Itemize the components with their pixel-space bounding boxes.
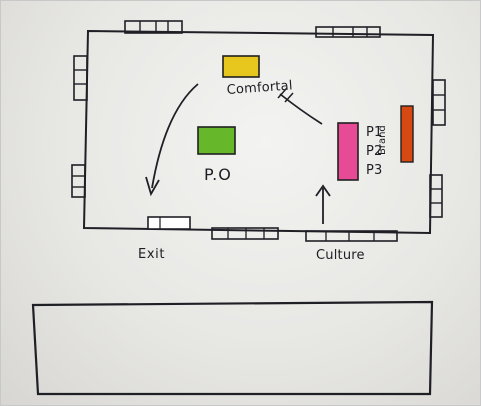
flow-arrow-line bbox=[151, 83, 199, 189]
window-left-lower bbox=[71, 164, 86, 198]
center-box-label: P.O bbox=[204, 165, 232, 184]
window-bottom-right bbox=[305, 230, 398, 242]
window-top-left bbox=[124, 20, 183, 34]
green-box bbox=[197, 126, 236, 155]
window-right-upper bbox=[432, 79, 446, 126]
right-vertical-label: Brand bbox=[377, 125, 388, 155]
window-bottom-middle bbox=[211, 227, 279, 240]
right-label-2: P2 bbox=[366, 144, 383, 159]
window-top-right bbox=[315, 26, 381, 38]
right-label-3: P3 bbox=[366, 163, 383, 178]
room-outline bbox=[82, 29, 435, 235]
yellow-box bbox=[222, 55, 260, 78]
right-label-1: P1 bbox=[366, 125, 383, 140]
top-box-label: Comfortal bbox=[226, 78, 293, 98]
pink-box bbox=[337, 122, 359, 181]
window-right-lower bbox=[429, 174, 443, 218]
window-left-upper bbox=[73, 55, 88, 101]
diagonal-link-line bbox=[279, 93, 323, 125]
bottom-right-label: Culture bbox=[316, 248, 365, 263]
orange-box bbox=[400, 105, 414, 163]
lower-rectangle bbox=[31, 300, 434, 396]
exit-door bbox=[147, 216, 191, 230]
equal-sign-mark bbox=[277, 88, 294, 103]
up-arrow-head-icon bbox=[315, 184, 331, 197]
exit-label: Exit bbox=[138, 247, 165, 262]
arrow-head-icon bbox=[145, 176, 160, 197]
